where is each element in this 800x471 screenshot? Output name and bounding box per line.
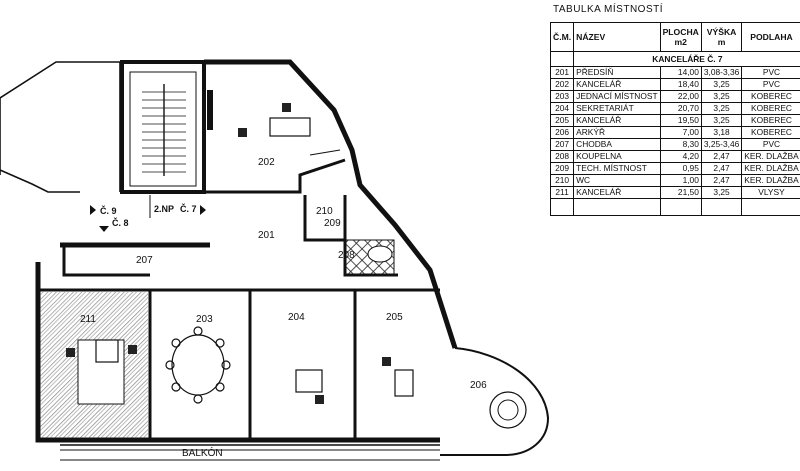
arrow-right-icon <box>200 205 206 215</box>
meeting-table <box>165 326 231 404</box>
room-label-205: 205 <box>386 312 403 323</box>
chairs <box>66 103 391 404</box>
desks <box>95 117 414 397</box>
unit-8-label: Č. 8 <box>112 217 129 228</box>
room-label-210: 210 <box>316 206 333 217</box>
neighbour-outline <box>0 61 121 193</box>
header-floor: PODLAHA <box>741 22 800 52</box>
room-label-208: 208 <box>338 250 355 261</box>
table-section-row: KANCELÁŘE Č. 7 <box>549 51 800 67</box>
balcony <box>60 444 440 461</box>
floor-label: 2.NP <box>154 204 174 214</box>
room-label-203: 203 <box>196 314 213 325</box>
outer-walls <box>35 59 458 443</box>
room-label-202: 202 <box>258 157 275 168</box>
room-label-206: 206 <box>470 380 487 391</box>
room-202-walls <box>202 62 346 194</box>
unit-9-label: Č. 9 <box>100 205 117 216</box>
header-num: Č.M. <box>549 22 575 52</box>
room-label-209: 209 <box>324 218 341 229</box>
interior-walls <box>38 195 440 440</box>
balcony-label: BALKÓN <box>182 446 223 459</box>
table-title: TABULKA MÍSTNOSTÍ <box>553 4 663 15</box>
header-name: NÁZEV <box>573 22 661 52</box>
section-title: KANCELÁŘE Č. 7 <box>573 51 800 67</box>
bathtub-icon <box>367 245 393 263</box>
room-label-207: 207 <box>136 255 153 266</box>
unit-7-label: Č. 7 <box>180 203 197 214</box>
room-label-201: 201 <box>258 230 275 241</box>
table-blank-row <box>549 198 800 216</box>
arrow-left-icon <box>90 205 96 215</box>
room-label-204: 204 <box>288 312 305 323</box>
staircase <box>120 60 206 194</box>
room-label-211: 211 <box>80 314 96 325</box>
arrow-down-icon <box>99 226 109 232</box>
bay-window <box>440 347 550 456</box>
